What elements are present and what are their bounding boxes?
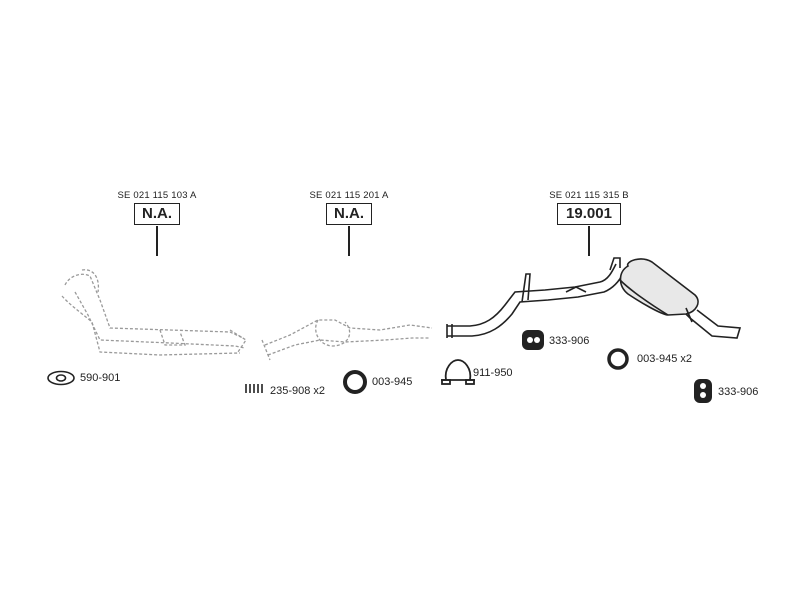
rear-muffler-drawing xyxy=(446,257,742,339)
clamp-icon xyxy=(441,359,475,385)
front-pipe-drawing xyxy=(61,269,247,356)
section-1-code-box[interactable]: N.A. xyxy=(134,203,180,225)
section-2-ref: SE 021 115 201 A xyxy=(309,190,389,201)
gasket-front-label[interactable]: 590-901 xyxy=(80,372,121,384)
hanger-lower-icon xyxy=(694,379,712,403)
middle-pipe-drawing xyxy=(261,319,433,361)
ring-right-label[interactable]: 003-945 x2 xyxy=(637,353,693,365)
section-1-ref: SE 021 115 103 A xyxy=(117,190,197,201)
hanger-lower-label[interactable]: 333-906 xyxy=(718,386,759,398)
section-1-leader-line xyxy=(156,226,158,256)
section-2-code-box[interactable]: N.A. xyxy=(326,203,372,225)
spring-kit-icon xyxy=(245,384,263,393)
hanger-upper-icon xyxy=(522,330,544,350)
ring-right-icon xyxy=(607,348,629,370)
section-3-code-box[interactable]: 19.001 xyxy=(557,203,621,225)
hanger-upper-label[interactable]: 333-906 xyxy=(549,335,590,347)
spring-kit-label[interactable]: 235-908 x2 xyxy=(270,385,326,397)
gasket-icon xyxy=(47,370,75,386)
clamp-label[interactable]: 911-950 xyxy=(473,367,513,379)
ring-middle-label[interactable]: 003-945 xyxy=(372,376,413,388)
section-3-leader-line xyxy=(588,226,590,256)
section-3-ref: SE 021 115 315 B xyxy=(549,190,629,201)
section-2-leader-line xyxy=(348,226,350,256)
ring-middle-icon xyxy=(343,370,367,394)
